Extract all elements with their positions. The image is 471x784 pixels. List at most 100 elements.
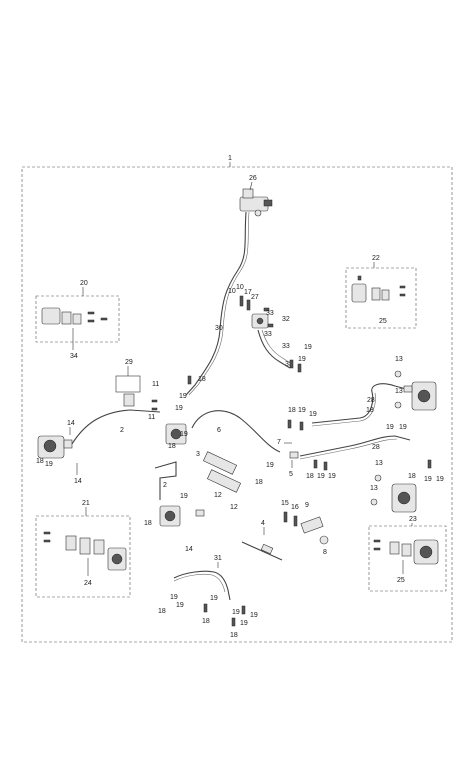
kit-box-23 — [368, 525, 447, 592]
callout-19f: 19 — [180, 431, 188, 438]
callout-33c: 33 — [282, 343, 290, 350]
callout-19k: 19 — [424, 476, 432, 483]
brake-line-2b — [154, 461, 177, 500]
caliper-left — [37, 435, 73, 459]
callout-34: 34 — [70, 353, 78, 360]
callout-18d: 18 — [168, 443, 176, 450]
callout-19-m1: 19 — [304, 344, 312, 351]
callout-15: 15 — [281, 500, 289, 507]
caliper-kit-21 — [43, 531, 127, 571]
junction-block-3 — [202, 451, 242, 493]
brake-hose-28a — [311, 383, 411, 424]
caliper-right-top — [403, 381, 437, 411]
brake-line-2a — [71, 409, 161, 445]
brake-hose-31 — [173, 570, 231, 601]
kit-box-20 — [35, 295, 120, 343]
callout-19l: 19 — [436, 476, 444, 483]
callout-19a: 19 — [179, 393, 187, 400]
callout-25a: 25 — [379, 318, 387, 325]
callout-3: 3 — [196, 451, 200, 458]
callout-18c: 18 — [36, 458, 44, 465]
callout-6: 6 — [217, 427, 221, 434]
callout-23: 23 — [409, 516, 417, 523]
caliper-center-bottom — [159, 505, 181, 527]
brake-hose-28b — [299, 435, 411, 457]
callout-33a: 33 — [266, 310, 274, 317]
callout-32: 32 — [282, 316, 290, 323]
callout-14b: 14 — [74, 478, 82, 485]
callout-18i: 18 — [144, 520, 152, 527]
callout-19t: 19 — [250, 612, 258, 619]
callout-18l: 18 — [230, 632, 238, 639]
callout-19p: 19 — [176, 602, 184, 609]
callout-19-m2: 19 — [298, 356, 306, 363]
callout-19g: 19 — [298, 407, 306, 414]
callout-19b: 19 — [175, 405, 183, 412]
callout-19j: 19 — [328, 473, 336, 480]
push-rod-4 — [241, 541, 283, 561]
caliper-center-left — [165, 423, 187, 445]
callout-18f: 18 — [306, 473, 314, 480]
callout-33b: 33 — [264, 331, 272, 338]
callout-11a: 11 — [152, 381, 159, 388]
callout-19m: 19 — [266, 462, 274, 469]
callout-12b: 12 — [230, 504, 238, 511]
callout-10b: 10 — [236, 284, 244, 291]
callout-13b: 13 — [395, 388, 403, 395]
callout-19r: 19 — [232, 609, 240, 616]
callout-10a: 10 — [228, 288, 236, 295]
callout-9: 9 — [305, 502, 309, 509]
callout-19d: 19 — [399, 424, 407, 431]
callout-30: 30 — [215, 325, 223, 332]
callout-31: 31 — [214, 555, 222, 562]
callout-21: 21 — [82, 500, 90, 507]
master-cylinder — [239, 188, 273, 217]
callout-13d: 13 — [370, 485, 378, 492]
brake-line-6 — [191, 410, 281, 453]
callout-14c: 14 — [185, 546, 193, 553]
callout-1: 1 — [228, 155, 232, 162]
callout-19e: 19 — [45, 461, 53, 468]
callout-19s: 19 — [240, 620, 248, 627]
caliper-right-bottom — [391, 483, 417, 513]
callout-19h: 19 — [309, 411, 317, 418]
callout-2b: 2 — [163, 482, 167, 489]
callout-7: 7 — [277, 439, 281, 446]
main-assembly-frame — [21, 166, 453, 643]
kit-box-22 — [345, 267, 417, 329]
callout-19o: 19 — [170, 594, 178, 601]
callout-16: 16 — [291, 504, 299, 511]
caliper-kit-20 — [41, 307, 108, 325]
callout-18e: 18 — [288, 407, 296, 414]
brake-hose-30 — [185, 211, 247, 396]
callout-11b: 11 — [148, 414, 155, 421]
callout-17: 17 — [244, 289, 252, 296]
callout-27: 27 — [251, 294, 259, 301]
brake-hose-32 — [257, 329, 291, 369]
callout-22: 22 — [372, 255, 380, 262]
callout-19c: 19 — [386, 424, 394, 431]
callout-18b: 18 — [366, 407, 374, 414]
pedal-bracket — [283, 511, 329, 545]
callout-12a: 12 — [214, 492, 222, 499]
callout-33d: 33 — [285, 361, 293, 368]
callout-19n: 19 — [180, 493, 188, 500]
callout-29: 29 — [125, 359, 133, 366]
callout-28a: 28 — [367, 397, 375, 404]
callout-26: 26 — [249, 175, 257, 182]
callout-4: 4 — [261, 520, 265, 527]
callout-20: 20 — [80, 280, 88, 287]
caliper-kit-23 — [373, 539, 439, 565]
bracket-29-frame — [115, 375, 141, 393]
callout-18a: 18 — [198, 376, 206, 383]
callout-5: 5 — [289, 471, 293, 478]
callout-13a: 13 — [395, 356, 403, 363]
callout-13c: 13 — [375, 460, 383, 467]
callout-14a: 14 — [67, 420, 75, 427]
callout-18j: 18 — [158, 608, 166, 615]
callout-18g: 18 — [408, 473, 416, 480]
callout-18h: 18 — [255, 479, 263, 486]
kit-box-21 — [35, 515, 131, 598]
callout-18k: 18 — [202, 618, 210, 625]
callout-19q: 19 — [210, 595, 218, 602]
